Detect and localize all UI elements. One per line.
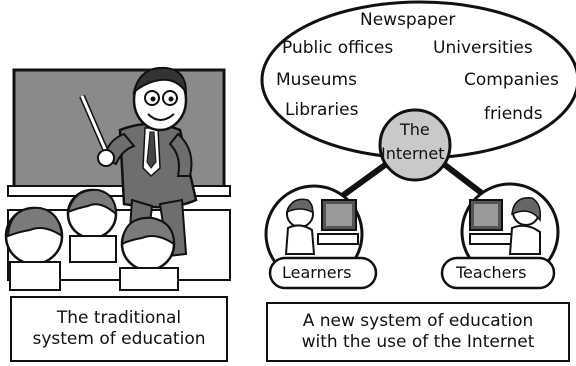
resource-newspaper: Newspaper	[360, 10, 456, 30]
resource-libraries: Libraries	[285, 100, 359, 120]
teachers-pill	[440, 256, 556, 290]
right-caption-line2: with the use of the Internet	[301, 332, 535, 352]
chalkboard	[12, 68, 226, 190]
chalk-ledge	[7, 185, 231, 197]
left-caption-line2: system of education	[32, 329, 206, 349]
left-caption: The traditional system of education	[10, 296, 228, 362]
resource-public-offices: Public offices	[282, 38, 394, 58]
resource-museums: Museums	[276, 70, 357, 90]
teacher-classroom-illustration	[4, 66, 231, 291]
resource-universities: Universities	[433, 38, 533, 58]
right-caption: A new system of education with the use o…	[266, 302, 570, 362]
resource-friends: friends	[484, 104, 543, 124]
learners-label: Learners	[282, 263, 352, 282]
left-caption-line1: The traditional	[56, 307, 182, 328]
hub-label-line1: The	[400, 120, 430, 139]
right-caption-line1: A new system of education	[302, 310, 534, 331]
teacher-illustration	[460, 182, 560, 282]
hub-label-line2: Internet	[381, 144, 445, 163]
teachers-label: Teachers	[456, 263, 527, 282]
resource-companies: Companies	[464, 70, 559, 90]
internet-hub	[378, 108, 452, 182]
students	[4, 188, 179, 291]
learners-pill	[268, 256, 378, 290]
